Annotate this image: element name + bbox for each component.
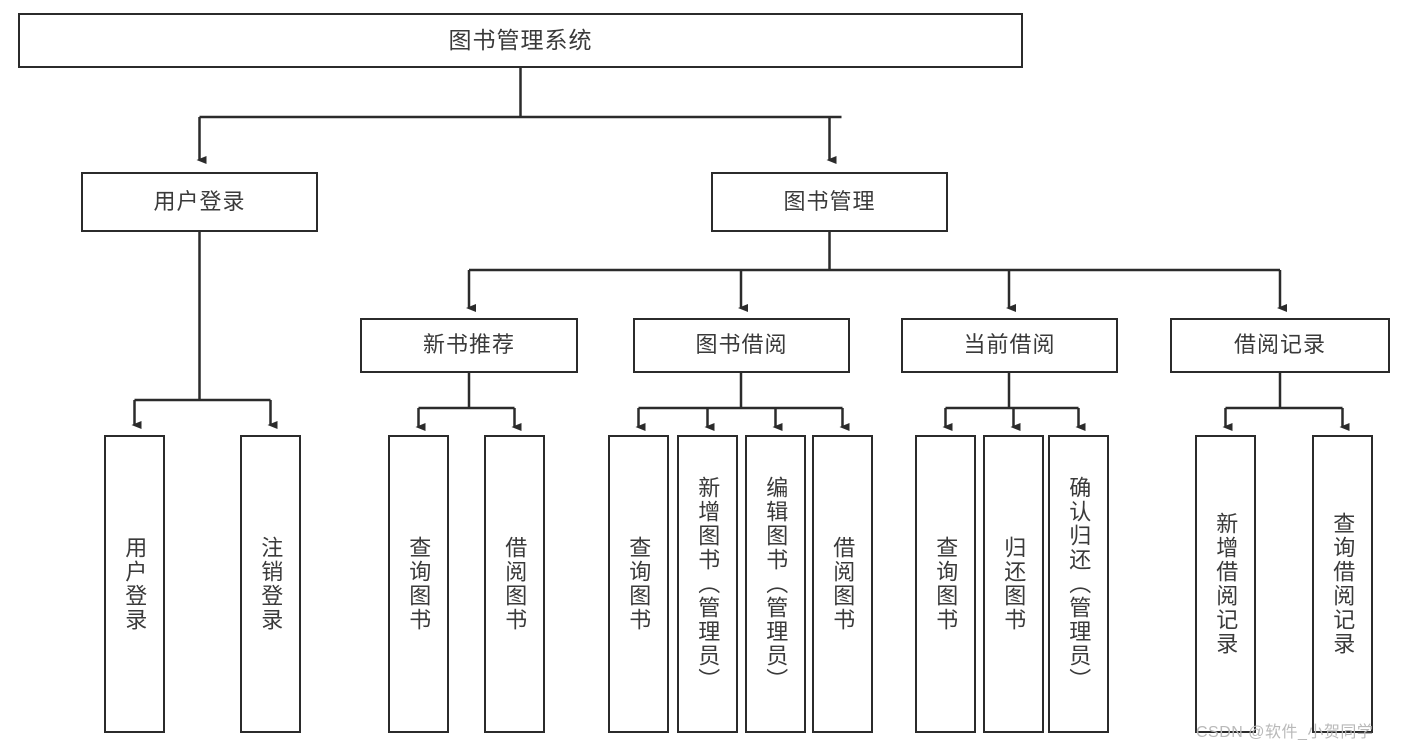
- node-book-borrow-label: 图书借阅: [695, 332, 788, 358]
- node-new-book-recommend[interactable]: 新书推荐: [360, 318, 578, 373]
- node-leaf-edit-book[interactable]: 编辑图书（管理员）: [745, 435, 806, 733]
- node-root-label: 图书管理系统: [448, 26, 593, 53]
- node-root[interactable]: 图书管理系统: [18, 13, 1023, 68]
- node-leaf-query-book-3-label: 查询图书: [933, 536, 959, 632]
- node-book-borrow[interactable]: 图书借阅: [633, 318, 850, 373]
- node-book-manage-label: 图书管理: [783, 188, 876, 214]
- node-leaf-logout[interactable]: 注销登录: [240, 435, 301, 733]
- node-leaf-query-book-2[interactable]: 查询图书: [608, 435, 669, 733]
- node-leaf-add-record[interactable]: 新增借阅记录: [1195, 435, 1256, 733]
- node-leaf-confirm-return[interactable]: 确认归还（管理员）: [1048, 435, 1109, 733]
- node-leaf-edit-book-label: 编辑图书（管理员）: [763, 476, 789, 692]
- node-leaf-return-book-label: 归还图书: [1001, 536, 1027, 632]
- node-current-borrow[interactable]: 当前借阅: [901, 318, 1118, 373]
- node-leaf-borrow-book-1[interactable]: 借阅图书: [484, 435, 545, 733]
- node-leaf-borrow-book-2[interactable]: 借阅图书: [812, 435, 873, 733]
- node-book-manage[interactable]: 图书管理: [711, 172, 948, 232]
- node-leaf-add-book[interactable]: 新增图书（管理员）: [677, 435, 738, 733]
- node-user-login-label: 用户登录: [153, 188, 246, 214]
- node-current-borrow-label: 当前借阅: [963, 332, 1056, 358]
- node-leaf-add-record-label: 新增借阅记录: [1213, 512, 1239, 656]
- node-leaf-user-login-label: 用户登录: [122, 536, 148, 632]
- node-leaf-query-book-2-label: 查询图书: [626, 536, 652, 632]
- node-leaf-query-record-label: 查询借阅记录: [1330, 512, 1356, 656]
- node-borrow-record-label: 借阅记录: [1233, 332, 1326, 358]
- node-user-login[interactable]: 用户登录: [81, 172, 318, 232]
- node-leaf-query-book-3[interactable]: 查询图书: [915, 435, 976, 733]
- node-leaf-add-book-label: 新增图书（管理员）: [695, 476, 721, 692]
- node-leaf-borrow-book-2-label: 借阅图书: [830, 536, 856, 632]
- node-leaf-return-book[interactable]: 归还图书: [983, 435, 1044, 733]
- node-leaf-query-book-1-label: 查询图书: [406, 536, 432, 632]
- node-leaf-query-book-1[interactable]: 查询图书: [388, 435, 449, 733]
- node-new-book-recommend-label: 新书推荐: [422, 332, 515, 358]
- node-leaf-user-login[interactable]: 用户登录: [104, 435, 165, 733]
- csdn-watermark: CSDN @软件_小贺同学: [1196, 724, 1374, 741]
- node-borrow-record[interactable]: 借阅记录: [1170, 318, 1390, 373]
- node-leaf-confirm-return-label: 确认归还（管理员）: [1066, 476, 1092, 692]
- node-leaf-logout-label: 注销登录: [258, 536, 284, 632]
- node-leaf-borrow-book-1-label: 借阅图书: [502, 536, 528, 632]
- node-leaf-query-record[interactable]: 查询借阅记录: [1312, 435, 1373, 733]
